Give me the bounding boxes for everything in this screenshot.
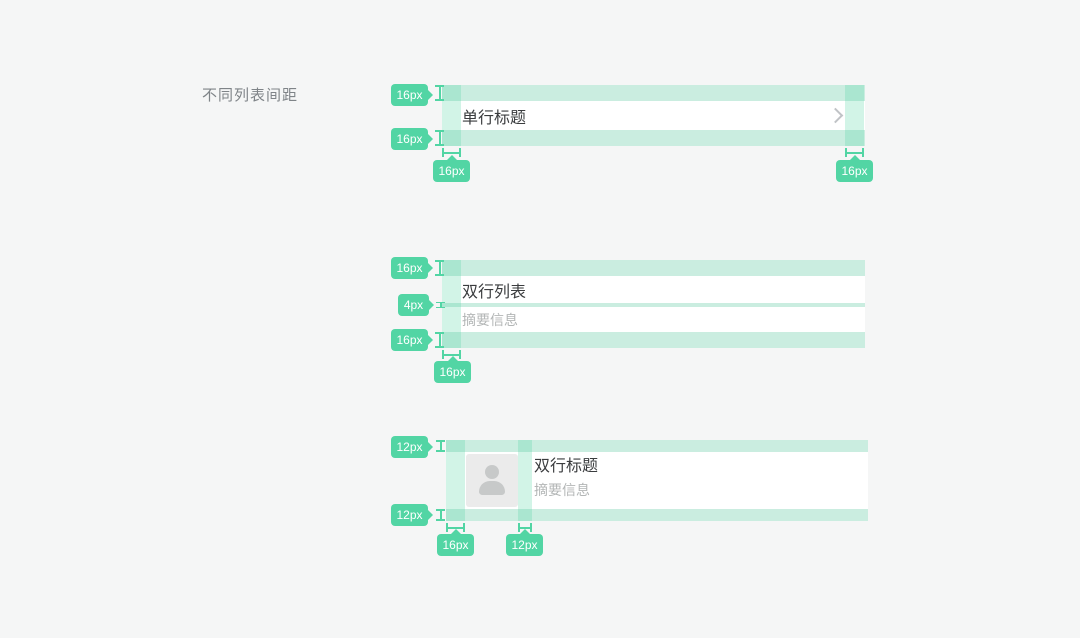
spacing-band-top bbox=[442, 85, 865, 101]
spacing-band-bottom bbox=[442, 130, 865, 146]
spacing-badge-top: 12px bbox=[391, 436, 433, 458]
horizontal-measure bbox=[442, 148, 461, 157]
list-title: 双行列表 bbox=[462, 283, 527, 301]
list-title: 双行标题 bbox=[534, 458, 599, 475]
spacing-badge-avatar-gap: 12px bbox=[506, 529, 543, 556]
spacing-strip-left bbox=[442, 85, 461, 146]
list-row-summary: 摘要信息 bbox=[442, 307, 865, 332]
horizontal-measure bbox=[845, 148, 864, 157]
vertical-measure bbox=[435, 130, 444, 146]
spacing-badge-right-padding: 16px bbox=[836, 155, 873, 182]
spacing-band-line-gap bbox=[442, 303, 865, 307]
spacing-badge-top: 16px bbox=[391, 84, 433, 106]
spacing-band-bottom bbox=[446, 509, 868, 521]
spacing-badge-left-padding: 16px bbox=[433, 155, 470, 182]
list-title: 单行标题 bbox=[462, 109, 527, 127]
spacing-badge-line-gap: 4px bbox=[398, 294, 434, 316]
spacing-badge-bottom: 12px bbox=[391, 504, 433, 526]
avatar bbox=[466, 454, 518, 507]
spacing-band-bottom bbox=[442, 332, 865, 348]
chevron-right-icon bbox=[827, 107, 844, 123]
spacing-band-top bbox=[442, 260, 865, 276]
vertical-measure bbox=[435, 332, 444, 348]
vertical-measure bbox=[436, 302, 445, 308]
horizontal-measure bbox=[446, 523, 465, 532]
spacing-strip-left bbox=[442, 260, 461, 348]
list-summary: 摘要信息 bbox=[462, 311, 518, 328]
spacing-badge-top: 16px bbox=[391, 257, 433, 279]
list-example-two-line: 双行列表 摘要信息 bbox=[442, 260, 865, 348]
section-label: 不同列表间距 bbox=[202, 87, 299, 104]
vertical-measure bbox=[435, 85, 444, 101]
vertical-measure bbox=[435, 260, 444, 276]
horizontal-measure bbox=[442, 350, 461, 359]
list-row-title: 双行列表 bbox=[442, 276, 865, 303]
user-icon-body bbox=[479, 481, 505, 495]
vertical-measure bbox=[436, 509, 445, 521]
spacing-strip-right bbox=[845, 85, 864, 146]
user-icon-head bbox=[485, 465, 499, 479]
vertical-measure bbox=[436, 440, 445, 452]
spacing-strip-left bbox=[446, 440, 465, 521]
spacing-band-top bbox=[446, 440, 868, 452]
spacing-badge-left-padding: 16px bbox=[434, 356, 471, 383]
spacing-badge-bottom: 16px bbox=[391, 329, 433, 351]
list-text-block: 双行标题 摘要信息 bbox=[534, 456, 598, 500]
horizontal-measure bbox=[518, 523, 532, 532]
list-example-single-line: 单行标题 bbox=[442, 85, 865, 146]
list-row: 单行标题 bbox=[442, 101, 865, 130]
list-example-avatar: 双行标题 摘要信息 bbox=[446, 440, 868, 521]
spacing-strip-avatar-gap bbox=[518, 440, 532, 521]
spacing-badge-bottom: 16px bbox=[391, 128, 433, 150]
list-summary: 摘要信息 bbox=[534, 482, 590, 498]
spacing-badge-left-padding: 16px bbox=[437, 529, 474, 556]
